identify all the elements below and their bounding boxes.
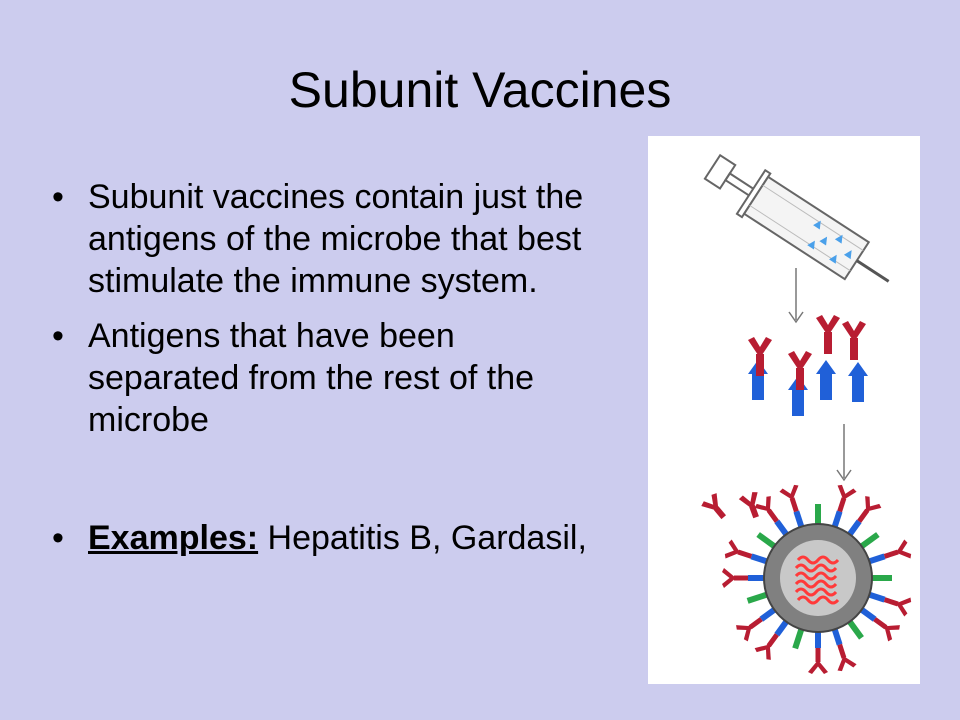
surface-spike (815, 504, 821, 526)
bullet-dot: • (52, 317, 64, 355)
syringe-icon (703, 153, 890, 283)
vaccine-illustration-svg (699, 153, 912, 674)
bullet-dot: • (52, 178, 64, 216)
surface-spike (736, 606, 778, 642)
down-arrow-icon (788, 268, 804, 324)
bullet-item-examples: • Examples: Hepatitis B, Gardasil, (52, 517, 612, 559)
surface-spike (846, 618, 864, 640)
surface-spike (846, 496, 882, 538)
surface-spike (858, 606, 900, 642)
surface-spike (754, 618, 790, 660)
antigen-group (748, 315, 868, 416)
surface-spike (858, 532, 880, 550)
surface-spike (724, 539, 770, 565)
vaccine-illustration (648, 136, 920, 684)
surface-spike (722, 568, 766, 588)
surface-spike (831, 484, 857, 530)
slide-title: Subunit Vaccines (288, 62, 672, 118)
bullet-dot: • (52, 519, 64, 557)
examples-text: Hepatitis B, Gardasil, (258, 519, 587, 557)
down-arrow-icon (836, 424, 852, 482)
virus-particle-icon (722, 484, 912, 674)
bullet-text: Antigens that have been separated from t… (88, 317, 535, 439)
surface-spike (746, 591, 770, 604)
antibody-icon (788, 351, 812, 390)
bullet-text: Subunit vaccines contain just the antige… (88, 178, 584, 300)
surface-spike (870, 575, 892, 581)
surface-spike (831, 626, 857, 672)
bullet-item: • Antigens that have been separated from… (52, 315, 612, 441)
antibody-icon (842, 321, 866, 360)
surface-spike (808, 630, 828, 674)
surface-spike (866, 539, 912, 565)
surface-spike (754, 496, 790, 538)
examples-label: Examples: (88, 519, 259, 557)
surface-spike (866, 591, 912, 617)
antigen-icon (816, 360, 836, 400)
surface-spike (779, 484, 805, 530)
surface-spike (792, 626, 805, 650)
antigen-icon (848, 362, 868, 402)
surface-spike (756, 532, 778, 550)
bullet-item: • Subunit vaccines contain just the anti… (52, 176, 612, 302)
antibody-icon (816, 315, 840, 354)
antibody-icon (699, 491, 732, 524)
bullet-list: • Subunit vaccines contain just the anti… (52, 176, 612, 572)
